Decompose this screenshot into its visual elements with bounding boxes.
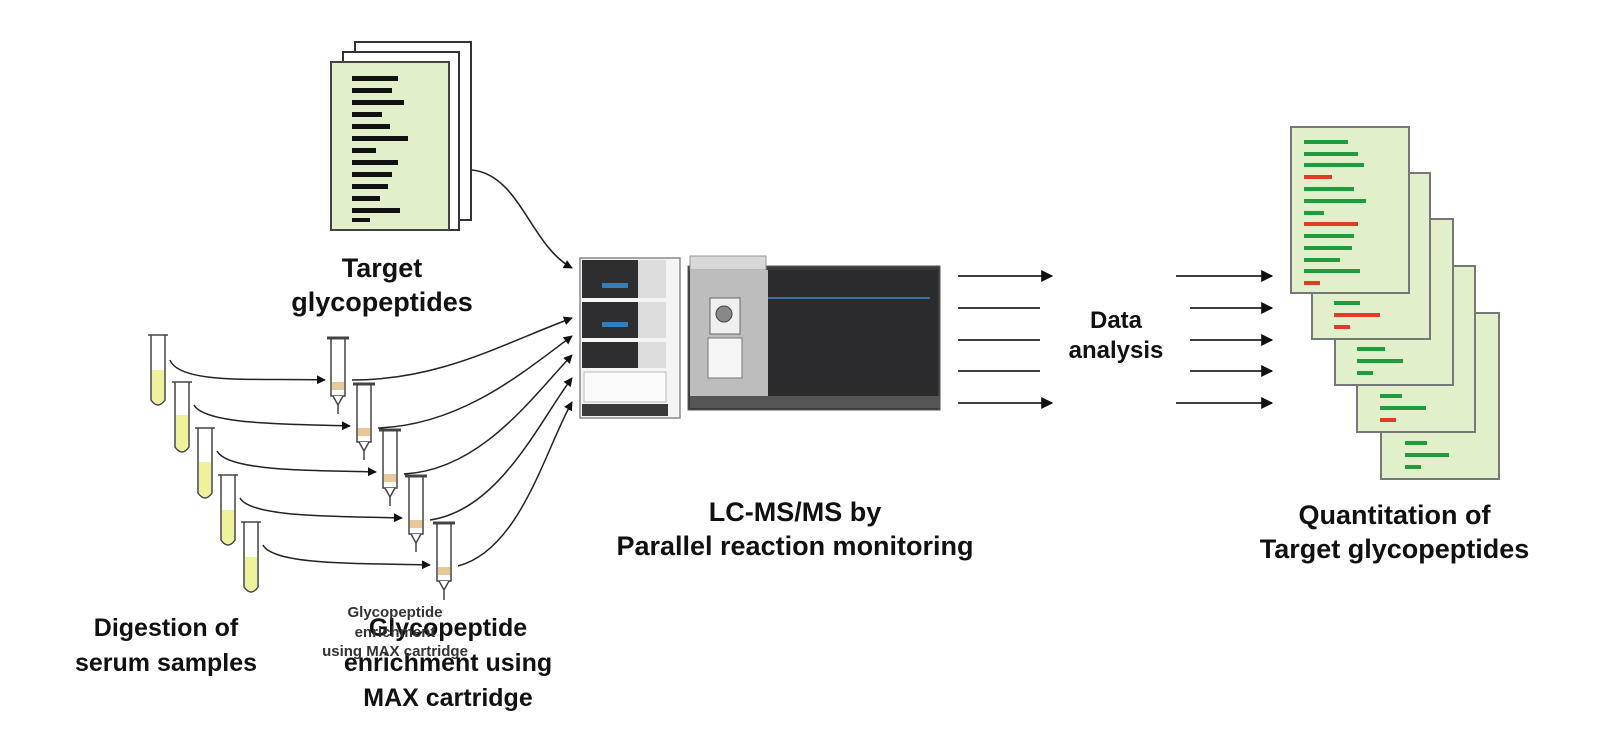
enrichment-overlay-line-3: using MAX cartridge: [322, 643, 468, 660]
enrichment-overlay-label: Glycopeptide enrichment using MAX cartri…: [300, 603, 490, 662]
digestion-line-1: Digestion of: [93, 614, 239, 642]
lc-ms-instrument-icon: [579, 255, 941, 419]
sample-tube-icon: [148, 334, 261, 593]
target-line-1: Target: [341, 253, 423, 283]
enrichment-overlay-line-1: Glycopeptide: [347, 604, 443, 621]
lcms-line-2: Parallel reaction monitoring: [616, 530, 974, 561]
arrow-target-to-instrument: [471, 169, 573, 269]
arrows-tubes-to-cartridges: [169, 359, 431, 570]
enrichment-line-1: Glycopeptide: [368, 614, 528, 642]
target-line-2: glycopeptides: [291, 286, 473, 317]
document-stack-icon: [330, 41, 472, 231]
data-analysis-label: Data analysis: [1050, 306, 1182, 366]
lcms-label: LC-MS/MS by Parallel reaction monitoring: [560, 496, 1030, 564]
spe-cartridge-icon: [327, 336, 455, 600]
enrichment-line-2: enrichment using: [343, 649, 553, 677]
enrichment-overlay-line-2: enrichment: [354, 623, 436, 641]
enrichment-label: Glycopeptide enrichment using MAX cartri…: [318, 611, 578, 716]
report-stack-icon: [1290, 126, 1500, 480]
quant-line-1: Quantitation of: [1298, 500, 1491, 530]
arrows-cartridges-to-instrument: [351, 316, 573, 567]
analysis-line-2: analysis: [1068, 337, 1164, 364]
arrows-instrument-to-analysis: [958, 270, 1054, 409]
digestion-label: Digestion of serum samples: [50, 611, 282, 681]
enrichment-line-3: MAX cartridge: [363, 684, 533, 712]
lcms-line-1: LC-MS/MS by: [708, 497, 882, 527]
analysis-line-1: Data: [1089, 307, 1143, 334]
target-glycopeptides-label: Target glycopeptides: [262, 252, 502, 320]
digestion-line-2: serum samples: [74, 649, 258, 677]
arrows-analysis-to-reports: [1176, 270, 1274, 409]
quantitation-label: Quantitation of Target glycopeptides: [1232, 499, 1557, 567]
quant-line-2: Target glycopeptides: [1259, 533, 1530, 564]
